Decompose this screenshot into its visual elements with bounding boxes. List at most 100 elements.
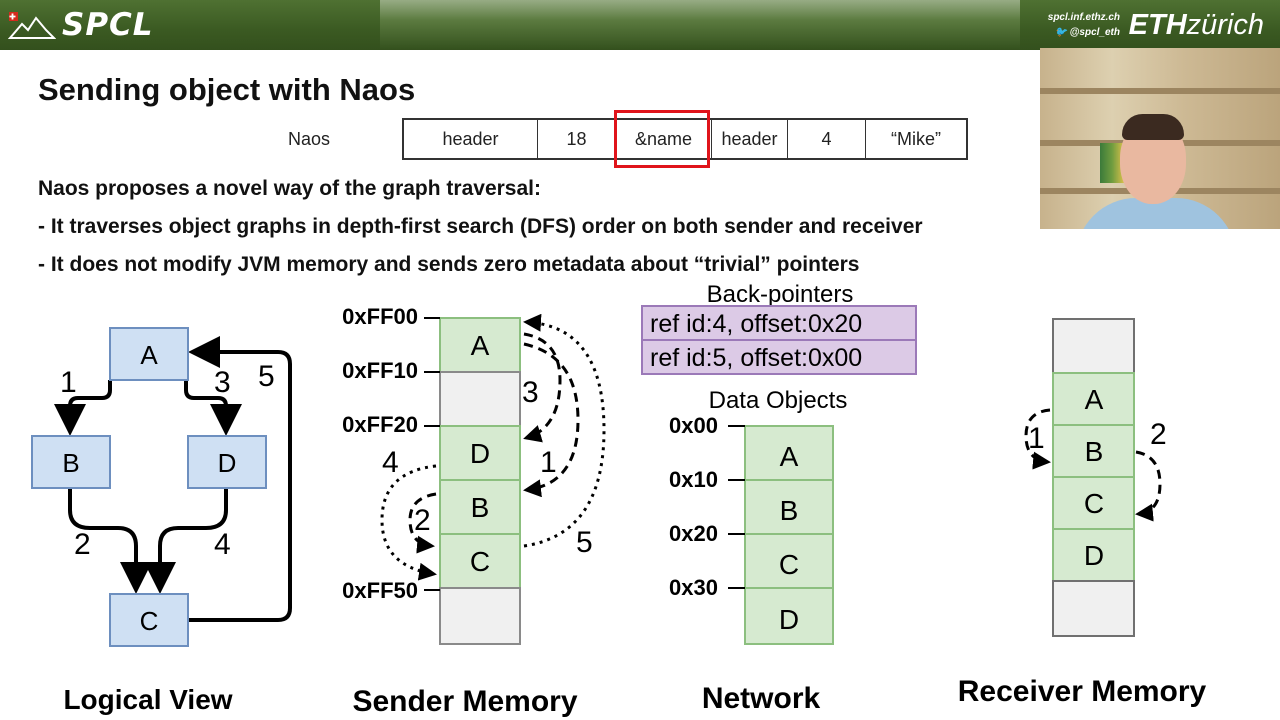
- twitter-handle-text: @spcl_eth: [1069, 27, 1120, 38]
- edge-b-c: [68, 488, 152, 594]
- address-label: 0x00: [669, 413, 718, 438]
- network-slot-label: A: [780, 441, 799, 472]
- network-slot: [744, 533, 834, 589]
- sender-slot-label: C: [470, 546, 490, 577]
- receiver-memory-caption: Receiver Memory: [958, 675, 1207, 708]
- receiver-slot-label: A: [1085, 384, 1104, 415]
- eth-zurich-logo: ETHzürich: [1129, 9, 1264, 42]
- highlight-box: [614, 110, 710, 168]
- node-d-label: D: [218, 448, 237, 478]
- edge-label: 1: [540, 446, 557, 479]
- bullet-list: Naos proposes a novel way of the graph t…: [38, 170, 923, 284]
- network-slot-label: C: [779, 549, 799, 580]
- logical-view-caption: Logical View: [63, 684, 232, 715]
- pointer-b-c: [408, 492, 437, 554]
- edge-label: 1: [60, 366, 77, 399]
- node-a-label: A: [140, 340, 158, 370]
- receiver-memory: A B C D 1 2 Receiver Memory: [958, 318, 1207, 708]
- node-b: [31, 435, 111, 489]
- receiver-slot-label: B: [1085, 436, 1104, 467]
- sender-slot: [439, 479, 521, 535]
- eth-logo-bold: ETH: [1128, 9, 1187, 41]
- edge-label: 5: [258, 360, 275, 393]
- bullet-item: - It traverses object graphs in depth-fi…: [38, 215, 923, 238]
- network-slot: [744, 587, 834, 645]
- pointer-a-d: [523, 332, 562, 443]
- contact-info: spcl.inf.ethz.ch 🐦 @spcl_eth: [1048, 10, 1120, 40]
- naos-serialization-row: header 18 &name header 4 “Mike”: [402, 118, 968, 160]
- logical-view: A B D C 1 3 5 2 4 Logical View: [31, 327, 292, 715]
- receiver-slot: [1052, 528, 1135, 582]
- receiver-slot-empty: [1052, 318, 1135, 374]
- sender-memory-caption: Sender Memory: [352, 685, 577, 718]
- bookshelf: [1040, 88, 1280, 94]
- node-a: [109, 327, 189, 381]
- spcl-wordmark: SPCL: [62, 7, 154, 43]
- network-slot: [744, 479, 834, 535]
- back-pointer-entry: [641, 305, 917, 341]
- edge-d-c: [144, 488, 228, 594]
- edge-label: 3: [214, 366, 231, 399]
- top-bar: SPCL spcl.inf.ethz.ch 🐦 @spcl_eth ETHzür…: [0, 0, 1280, 50]
- edge-label: 5: [576, 526, 593, 559]
- network-slot-label: B: [780, 495, 799, 526]
- address-label: 0xFF00: [342, 304, 418, 329]
- node-b-label: B: [62, 448, 79, 478]
- back-pointers-title: Back-pointers: [707, 281, 854, 308]
- node-c: [109, 593, 189, 647]
- edge-label: 4: [382, 446, 399, 479]
- address-label: 0x30: [669, 575, 718, 600]
- spcl-logo: SPCL: [8, 7, 154, 43]
- bullet-item: Naos proposes a novel way of the graph t…: [38, 177, 541, 200]
- webcam-video: [1040, 48, 1280, 229]
- receiver-slot-label: D: [1084, 540, 1104, 571]
- edge-label: 2: [414, 504, 431, 537]
- slide-title: Sending object with Naos: [38, 72, 416, 107]
- network-slot: [744, 425, 834, 481]
- twitter-handle[interactable]: 🐦 @spcl_eth: [1048, 25, 1120, 40]
- edge-label: 1: [1028, 422, 1045, 455]
- naos-cell-highlighted: &name: [616, 120, 712, 158]
- sender-slot-label: B: [471, 492, 490, 523]
- network-view: Back-pointers ref id:4, offset:0x20 ref …: [641, 281, 917, 715]
- mountain-banner: [380, 0, 1020, 50]
- sender-slot-empty: [439, 587, 521, 645]
- site-url[interactable]: spcl.inf.ethz.ch: [1047, 12, 1120, 23]
- edge-label: 3: [522, 376, 539, 409]
- back-pointer-entry: [641, 339, 917, 375]
- node-c-label: C: [140, 606, 159, 636]
- edge-label: 2: [74, 528, 91, 561]
- eth-logo-rest: zürich: [1186, 9, 1264, 41]
- sender-slot: [439, 533, 521, 589]
- edge-label: 2: [1150, 418, 1167, 451]
- network-caption: Network: [702, 682, 821, 715]
- pointer-b-c: [1135, 450, 1162, 522]
- twitter-icon: 🐦: [1054, 27, 1067, 38]
- edge-label: 4: [214, 528, 231, 561]
- network-slot-label: D: [779, 604, 799, 635]
- node-d: [187, 435, 267, 489]
- mountain-logo-icon: [8, 12, 56, 39]
- naos-cell: header: [404, 120, 538, 158]
- naos-cell: header: [712, 120, 788, 158]
- edge-a-d: [184, 380, 242, 436]
- address-label: 0xFF10: [342, 358, 418, 383]
- pointer-a-b: [1024, 408, 1051, 470]
- naos-row-label: Naos: [288, 129, 331, 149]
- sender-slot-label: D: [470, 438, 490, 469]
- naos-cell: 4: [788, 120, 866, 158]
- address-label: 0xFF20: [342, 412, 418, 437]
- address-label: 0xFF50: [342, 578, 418, 603]
- address-label: 0x20: [669, 521, 718, 546]
- sender-slot-empty: [439, 371, 521, 427]
- receiver-slot-empty: [1052, 580, 1135, 637]
- edge-a-b: [54, 380, 112, 436]
- data-objects-title: Data Objects: [709, 387, 848, 414]
- back-pointer-text: ref id:5, offset:0x00: [650, 344, 862, 372]
- sender-slot-label: A: [471, 330, 490, 361]
- back-pointer-text: ref id:4, offset:0x20: [650, 310, 862, 338]
- receiver-slot-label: C: [1084, 488, 1104, 519]
- naos-cell: “Mike”: [891, 128, 941, 149]
- bullet-item: - It does not modify JVM memory and send…: [38, 253, 860, 276]
